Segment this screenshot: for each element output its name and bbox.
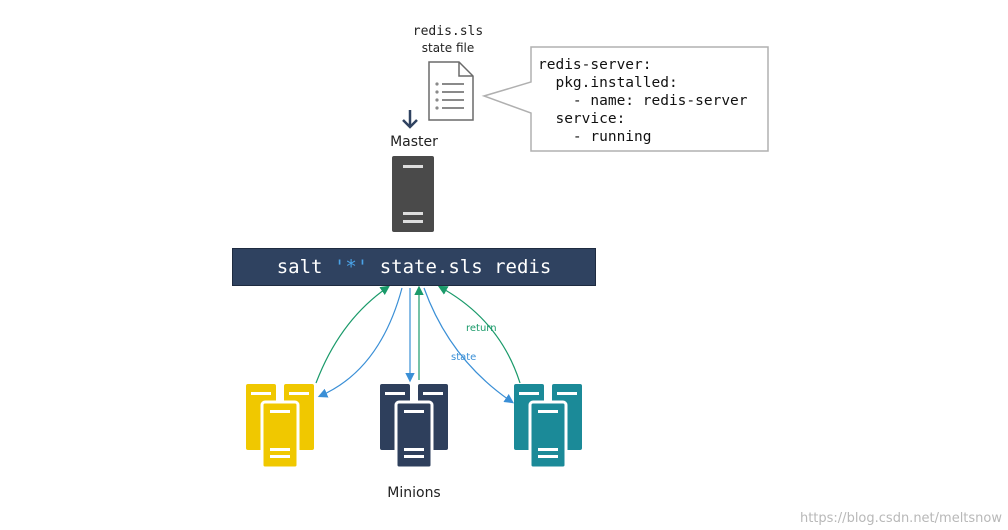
server-icon [380,384,448,470]
code-line: pkg.installed: [538,75,678,91]
code-bubble [481,46,769,152]
down-arrow-icon [402,110,418,129]
server-icon [246,384,314,470]
watermark: https://blog.csdn.net/meltsnow [799,511,1002,526]
state-label: state [451,352,477,363]
minions-label: Minions [387,485,441,501]
command-rest: state.sls redis [368,256,552,278]
state-file-caption: state file [421,41,475,55]
server-icon [392,156,434,232]
return-label: return [466,323,497,334]
state-file-name: redis.sls [412,24,484,39]
code-line: - running [538,129,652,145]
document-icon [428,61,474,121]
command-bar [232,248,596,286]
command-salt: salt [276,256,334,278]
server-icon [514,384,582,470]
code-line: redis-server: [538,57,652,73]
command-text: salt '*' state.sls redis [232,256,596,278]
command-target: '*' [333,256,369,278]
master-label: Master [390,134,438,150]
code-line: service: [538,111,626,127]
code-line: - name: redis-server [538,93,748,109]
